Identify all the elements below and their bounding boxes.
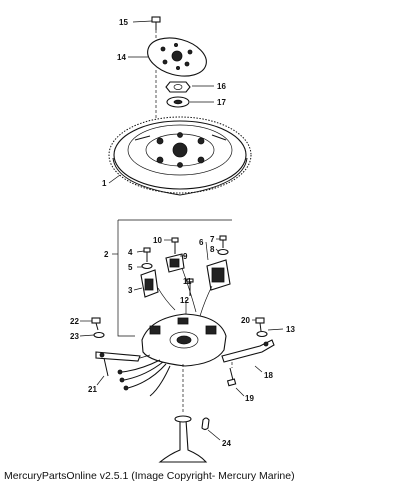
part-screw-15[interactable] <box>151 16 161 30</box>
part-screw-20[interactable] <box>255 317 265 332</box>
callout-3: 3 <box>128 286 133 295</box>
callout-13: 13 <box>286 325 295 334</box>
part-screw-11[interactable] <box>186 278 194 296</box>
part-screw-19[interactable] <box>226 367 237 387</box>
part-washer-17[interactable] <box>166 96 190 108</box>
callout-15: 15 <box>119 18 128 27</box>
part-coil-3[interactable] <box>140 269 159 298</box>
callout-23: 23 <box>70 332 79 341</box>
callout-22: 22 <box>70 317 79 326</box>
callout-16: 16 <box>217 82 226 91</box>
part-nut-16[interactable] <box>165 81 191 93</box>
part-screw-7[interactable] <box>219 235 227 248</box>
part-screw-10[interactable] <box>171 237 179 254</box>
callout-20: 20 <box>241 316 250 325</box>
part-screw-4[interactable] <box>143 247 151 262</box>
callout-21: 21 <box>88 385 97 394</box>
part-plate-14[interactable] <box>143 32 210 82</box>
leader-lines <box>79 20 284 441</box>
callout-12: 12 <box>180 296 189 305</box>
lead-wires <box>117 359 171 397</box>
callout-6: 6 <box>199 238 204 247</box>
part-coil-9[interactable] <box>165 253 185 273</box>
callout-7: 7 <box>210 235 215 244</box>
part-bracket-24[interactable] <box>158 415 210 463</box>
callout-10: 10 <box>153 236 162 245</box>
callout-24: 24 <box>222 439 231 448</box>
wire-leads-12 <box>157 267 213 317</box>
callout-19: 19 <box>245 394 254 403</box>
callout-9: 9 <box>183 252 188 261</box>
part-link-21[interactable] <box>95 351 141 377</box>
callout-4: 4 <box>128 248 133 257</box>
callout-17: 17 <box>217 98 226 107</box>
copyright-footer: MercuryPartsOnline v2.5.1 (Image Copyrig… <box>4 470 295 482</box>
part-washer-13[interactable] <box>256 330 268 338</box>
callout-14: 14 <box>117 53 126 62</box>
callout-1: 1 <box>102 179 107 188</box>
part-washer-23[interactable] <box>93 331 105 339</box>
part-stator-plate-2[interactable] <box>141 313 227 367</box>
part-flywheel-1[interactable] <box>108 116 252 196</box>
callout-2: 2 <box>104 250 109 259</box>
part-washer-5[interactable] <box>141 262 153 270</box>
part-coil-6[interactable] <box>206 259 231 291</box>
part-link-18[interactable] <box>221 339 275 363</box>
callout-5: 5 <box>128 263 133 272</box>
part-screw-22[interactable] <box>91 317 101 331</box>
callout-8: 8 <box>210 245 215 254</box>
callout-11: 11 <box>183 277 192 286</box>
part-washer-8[interactable] <box>217 248 229 256</box>
callout-18: 18 <box>264 371 273 380</box>
